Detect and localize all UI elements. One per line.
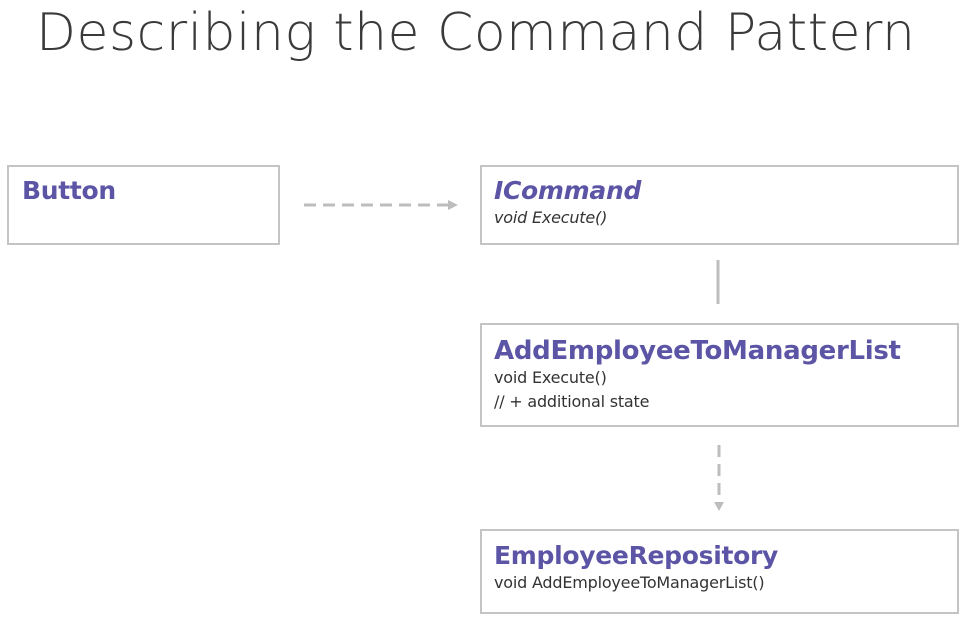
employee-repository-name: EmployeeRepository [494, 541, 779, 570]
icommand-execute-member: void Execute() [494, 208, 608, 227]
add-employee-execute-member: void Execute() [494, 368, 607, 387]
icommand-interface-name: ICommand [494, 176, 642, 205]
icommand-interface-box: ICommand void Execute() [480, 165, 959, 245]
add-employee-state-comment: // + additional state [494, 392, 650, 411]
arrowhead-repository [714, 502, 724, 511]
button-class-box: Button [7, 165, 280, 245]
add-employee-command-box: AddEmployeeToManagerList void Execute() … [480, 323, 959, 427]
employee-repository-box: EmployeeRepository void AddEmployeeToMan… [480, 529, 959, 614]
employee-repository-method: void AddEmployeeToManagerList() [494, 573, 765, 592]
arrowhead-icommand [448, 200, 458, 210]
add-employee-command-name: AddEmployeeToManagerList [494, 336, 901, 366]
button-class-name: Button [22, 176, 116, 205]
slide-title: Describing the Command Pattern [36, 3, 916, 63]
